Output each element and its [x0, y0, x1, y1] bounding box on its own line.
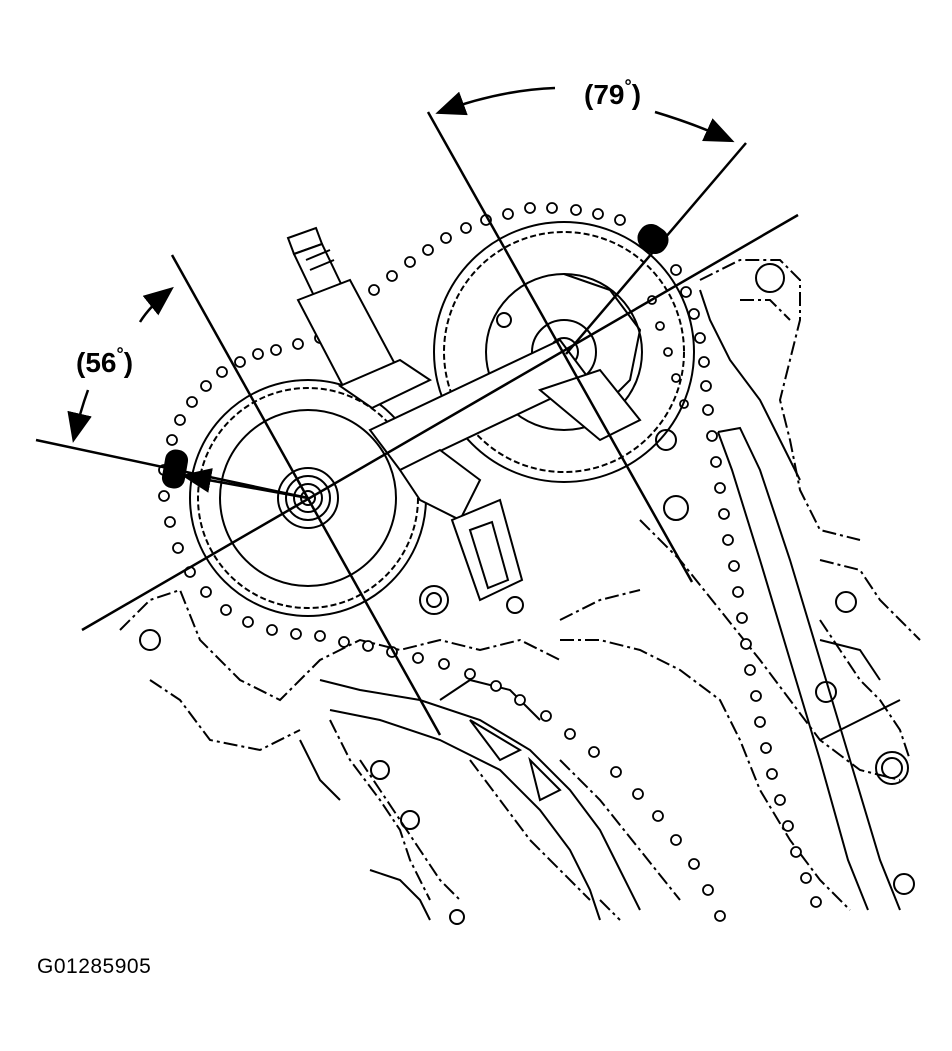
angle-arrows — [67, 86, 735, 443]
oil-control-valve — [286, 226, 433, 410]
left-diagonal-line — [81, 213, 799, 632]
chain-lower-run — [412, 652, 726, 922]
reference-lines — [35, 111, 799, 736]
right-timing-mark — [637, 223, 669, 255]
angle-arrow-56-top — [138, 286, 174, 323]
angle-arrow-79-right — [654, 110, 735, 143]
right-cam-vertical-line — [426, 111, 694, 583]
chain-guide-right — [717, 426, 901, 911]
left-cam-vertical-line — [170, 254, 442, 736]
chain-top-run — [332, 202, 626, 324]
left-mark-pointer — [181, 468, 309, 500]
chain-left-sprocket — [158, 332, 398, 658]
engine-block-solid — [299, 289, 901, 921]
chain-inner-right — [647, 295, 689, 409]
chain-tensioner — [319, 679, 641, 921]
angle-arrow-56-bottom — [67, 389, 92, 443]
angle-label-56: (56°) — [76, 344, 133, 378]
chain-right-sprocket — [670, 264, 822, 908]
bolt-holes — [139, 263, 915, 925]
angle-label-79: (79°) — [584, 76, 641, 110]
timing-chain — [158, 202, 822, 922]
left-timing-mark — [161, 449, 189, 489]
timing-marks — [161, 223, 669, 489]
camshaft-bracket — [368, 338, 642, 602]
angle-arrow-79-left — [435, 86, 556, 116]
figure-id: G01285905 — [37, 955, 152, 978]
